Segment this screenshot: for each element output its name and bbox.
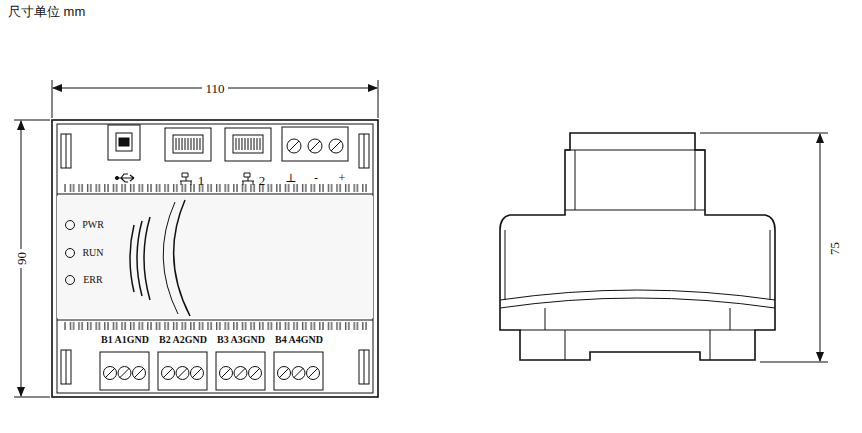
led-label: RUN [82,248,103,258]
terminal-symbol: ⊥ [285,172,296,184]
dimension-text: 110 [202,81,227,96]
dimension-text: 90 [14,249,29,268]
led-label: PWR [82,220,104,230]
port-number: 2 [259,174,266,187]
terminal-label: B3 A3GND [217,335,265,345]
terminal-symbol: + [339,172,346,184]
terminal-label: B4 A4GND [275,335,323,345]
led-label: ERR [83,275,102,285]
port-number: 1 [198,174,205,187]
terminal-symbol: - [314,172,318,184]
dimension-text: 75 [827,239,842,258]
terminal-label: B1 A1GND [101,335,149,345]
units-note: 尺寸单位 mm [8,5,85,18]
terminal-label: B2 A2GND [159,335,207,345]
